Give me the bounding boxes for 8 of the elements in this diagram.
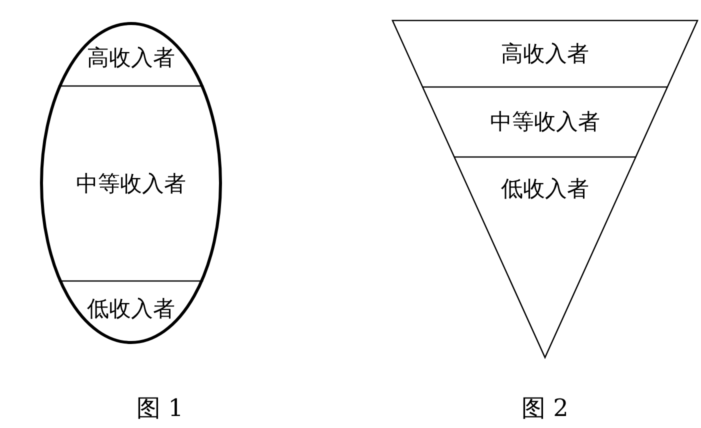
band-label: 高收入者 (430, 22, 660, 85)
figure-caption: 图 2 (522, 393, 568, 424)
band-label: 中等收入者 (44, 88, 218, 279)
figure-caption: 图 1 (136, 393, 184, 424)
band-label: 中等收入者 (450, 89, 640, 155)
band-label: 低收入者 (470, 159, 620, 219)
band-label: 高收入者 (60, 32, 202, 84)
band-label: 低收入者 (60, 283, 202, 335)
